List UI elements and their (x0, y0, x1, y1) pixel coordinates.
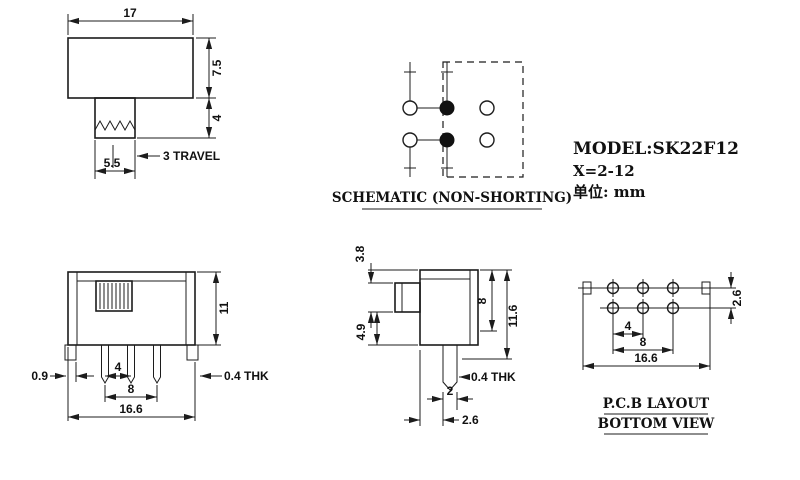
title-block: MODEL:SK22F12 X=2-12 单位: mm (573, 139, 739, 201)
dim-thickness: 0.4 THK (471, 370, 516, 384)
side-body-outline (419, 269, 479, 346)
pcb-caption-line2: BOTTOM VIEW (598, 416, 716, 432)
pcb-caption-line1: P.C.B LAYOUT (603, 396, 709, 412)
top-view-stem-outline (94, 97, 136, 139)
mount-bracket-left (64, 344, 77, 361)
dim-hole-pitch: 4 (625, 319, 632, 333)
dim-bracket-width: 0.9 (31, 369, 48, 383)
dim-pin-span: 8 (128, 382, 135, 396)
dim-total-height: 11.6 (506, 304, 520, 327)
dim-thickness: 0.4 THK (224, 369, 269, 383)
top-view-body-outline (67, 37, 194, 99)
contact-open-circle (479, 100, 495, 116)
dim-total-width: 16.6 (119, 402, 143, 416)
contact-common-circle (439, 100, 455, 116)
terminal-pin (153, 344, 161, 384)
contact-open-circle (402, 100, 418, 116)
schematic-caption: SCHEMATIC (NON-SHORTING) (332, 190, 572, 206)
terminal-pin (101, 344, 109, 384)
dim-travel: 3 TRAVEL (163, 149, 220, 163)
contact-open-circle (402, 132, 418, 148)
dim-knob-width: 5.5 (104, 156, 121, 170)
dim-pin-pitch: 4 (115, 360, 122, 374)
dim-top-body-height: 7.5 (210, 59, 224, 76)
schematic-dashed-box (442, 61, 524, 178)
schematic-view: SCHEMATIC (NON-SHORTING) (332, 61, 572, 210)
dim-pin-offset: 2.6 (462, 413, 479, 427)
dim-top-stem-height: 4 (210, 114, 224, 121)
side-view: 3.8 4.9 8 11.6 2 2.6 0.4 THK (353, 245, 520, 427)
dim-body-depth: 8 (475, 297, 489, 304)
terminal-pin (442, 344, 458, 391)
dim-pin-width: 2 (447, 384, 454, 398)
top-view: 17 7.5 4 3 TRAVEL 5.5 (67, 6, 224, 179)
pcb-layout-view: 4 8 16.6 2.6 P.C.B LAYOUT BOTTOM VIEW (578, 272, 744, 435)
front-view: 11 0.9 4 8 16.6 0.4 THK (31, 271, 269, 421)
contact-common-circle (439, 132, 455, 148)
slider-knob-outline (95, 280, 133, 312)
dim-front-height: 11 (217, 301, 231, 314)
dim-row-spacing: 2.6 (730, 289, 744, 306)
model-number: MODEL:SK22F12 (573, 139, 739, 159)
knob-serration-hatch (99, 283, 129, 309)
dim-total-width: 16.6 (634, 351, 658, 365)
dim-top-width: 17 (123, 6, 137, 20)
dim-knob-offset: 4.9 (354, 323, 368, 340)
unit-note: 单位: mm (573, 183, 646, 201)
terminal-pin (127, 344, 135, 384)
contact-open-circle (479, 132, 495, 148)
dim-hole-span: 8 (640, 335, 647, 349)
model-variant: X=2-12 (573, 162, 635, 180)
mount-bracket-right (186, 344, 199, 361)
side-knob-outline (394, 282, 421, 313)
stem-serration-zigzag (94, 119, 136, 132)
dim-knob-height: 3.8 (353, 245, 367, 262)
